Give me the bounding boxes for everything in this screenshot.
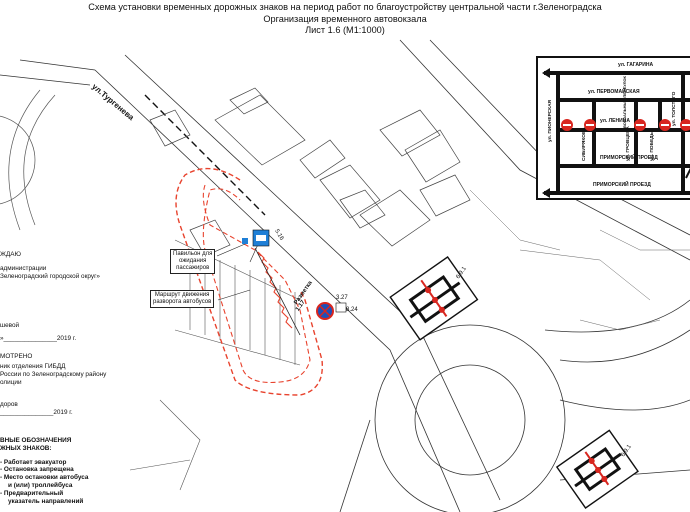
small-sign (242, 238, 248, 244)
inset-label-gagarina: ул. ГАГАРИНА (618, 62, 654, 68)
buildings (149, 87, 471, 257)
parcels (469, 189, 690, 331)
sign-label-327: 3.27 (336, 295, 348, 301)
title-block: Схема установки временных дорожных знако… (0, 2, 690, 37)
direction-sign-2 (555, 429, 639, 509)
inset-label-grovtseva: ул. ГРОВЦЕВА (626, 126, 631, 161)
inset-label-pobedy: ул. ПОБЕДЫ (650, 130, 655, 161)
legend-item: и (или) троллейбуса (8, 481, 73, 489)
plate-sign (335, 302, 347, 313)
inset-label-vokzalny: ВОКЗАЛЬНЫЙ ПЕРЕУЛОК (622, 76, 627, 128)
legend-head-2: ЖНЫХ ЗНАКОВ: (0, 444, 52, 452)
legend-item: - Предварительный (0, 489, 64, 497)
agree-line-1: ник отделения ГИБДД (0, 363, 66, 370)
approve-line-1: администрации (0, 265, 47, 272)
agree-line-3: олиции (0, 379, 22, 386)
legend-item: - Место остановки автобуса (0, 474, 89, 482)
pavilion-line-3: пассажиров (176, 265, 210, 271)
title-line-1: Схема установки временных дорожных знако… (88, 2, 602, 12)
sign-label-824: 8.24 (346, 307, 358, 313)
route-line-1: Маршрут движения (154, 292, 210, 298)
curb-line (254, 247, 301, 336)
inset-label-pervomayskaya: ул. ПЕРВОМАЙСКАЯ (588, 89, 640, 95)
approve-name: шевой (0, 322, 20, 329)
inset-label-pionerskaya: ул. ПИОНЕРСКАЯ (548, 100, 553, 142)
marking-zigzag (257, 251, 293, 329)
agree-date: _______________2019 г. (0, 409, 73, 416)
agree-line-2: России по Зеленоградскому району (0, 371, 107, 378)
approve-line-2: Зеленоградский городской округ» (0, 273, 100, 280)
central-roundabout (339, 299, 690, 512)
legend: ВНЫЕ ОБОЗНАЧЕНИЯ ЖНЫХ ЗНАКОВ: - Работает… (0, 437, 88, 505)
pavilion-callout: Павильон для ожидания пассажиров (170, 249, 216, 274)
title-line-2: Организация временного автовокзала (263, 13, 427, 24)
inset-prohibition-signs (561, 119, 690, 131)
left-roundabout (0, 89, 56, 231)
approve-date: »_______________2019 г. (0, 335, 77, 342)
bus-route-outer (175, 167, 324, 396)
route-callout: Маршрут движения разворота автобусов (150, 290, 215, 308)
legend-head-1: ВНЫЕ ОБОЗНАЧЕНИЯ (0, 437, 72, 444)
bus-route-inner (202, 184, 311, 384)
inset-label-tolstogo: ул. ТОЛСТОГО (672, 91, 677, 126)
inset-scheme: ул. ГАГАРИНА ул. ПЕРВОМАЙСКАЯ ул. ЛЕНИНА… (536, 56, 690, 200)
agree-name: доров (0, 401, 18, 408)
inset-label-sibiryakova: СИБИРЯКОВА (582, 127, 587, 161)
direction-sign-1 (389, 256, 479, 341)
inset-label-primorsky-2: ПРИМОРСКИЙ ПРОЕЗД (593, 182, 651, 188)
inset-label-lenina: ул. ЛЕНИНА (600, 118, 630, 124)
title-line-3: Лист 1.6 (М1:1000) (305, 25, 385, 35)
pavilion-line-2: ожидания (179, 258, 207, 264)
bus-stop-sign (252, 229, 270, 247)
inset-label-primorsky-1: ПРИМОРСКИЙ ПРОЕЗД (600, 155, 658, 161)
parking-bays (129, 239, 301, 491)
legend-item: указатель направлений (8, 497, 84, 505)
legend-item: - Остановка запрещена (0, 466, 74, 474)
route-line-2: разворота автобусов (153, 299, 212, 305)
agree-head: МОТРЕНО (0, 353, 33, 360)
pavilion-line-1: Павильон для (173, 251, 213, 257)
legend-item: - Работает эвакуатор (0, 458, 67, 466)
inset-roads (542, 68, 690, 198)
centerline (144, 94, 266, 216)
approve-head: ЖДАЮ (0, 251, 21, 258)
no-stopping-sign (316, 302, 334, 320)
